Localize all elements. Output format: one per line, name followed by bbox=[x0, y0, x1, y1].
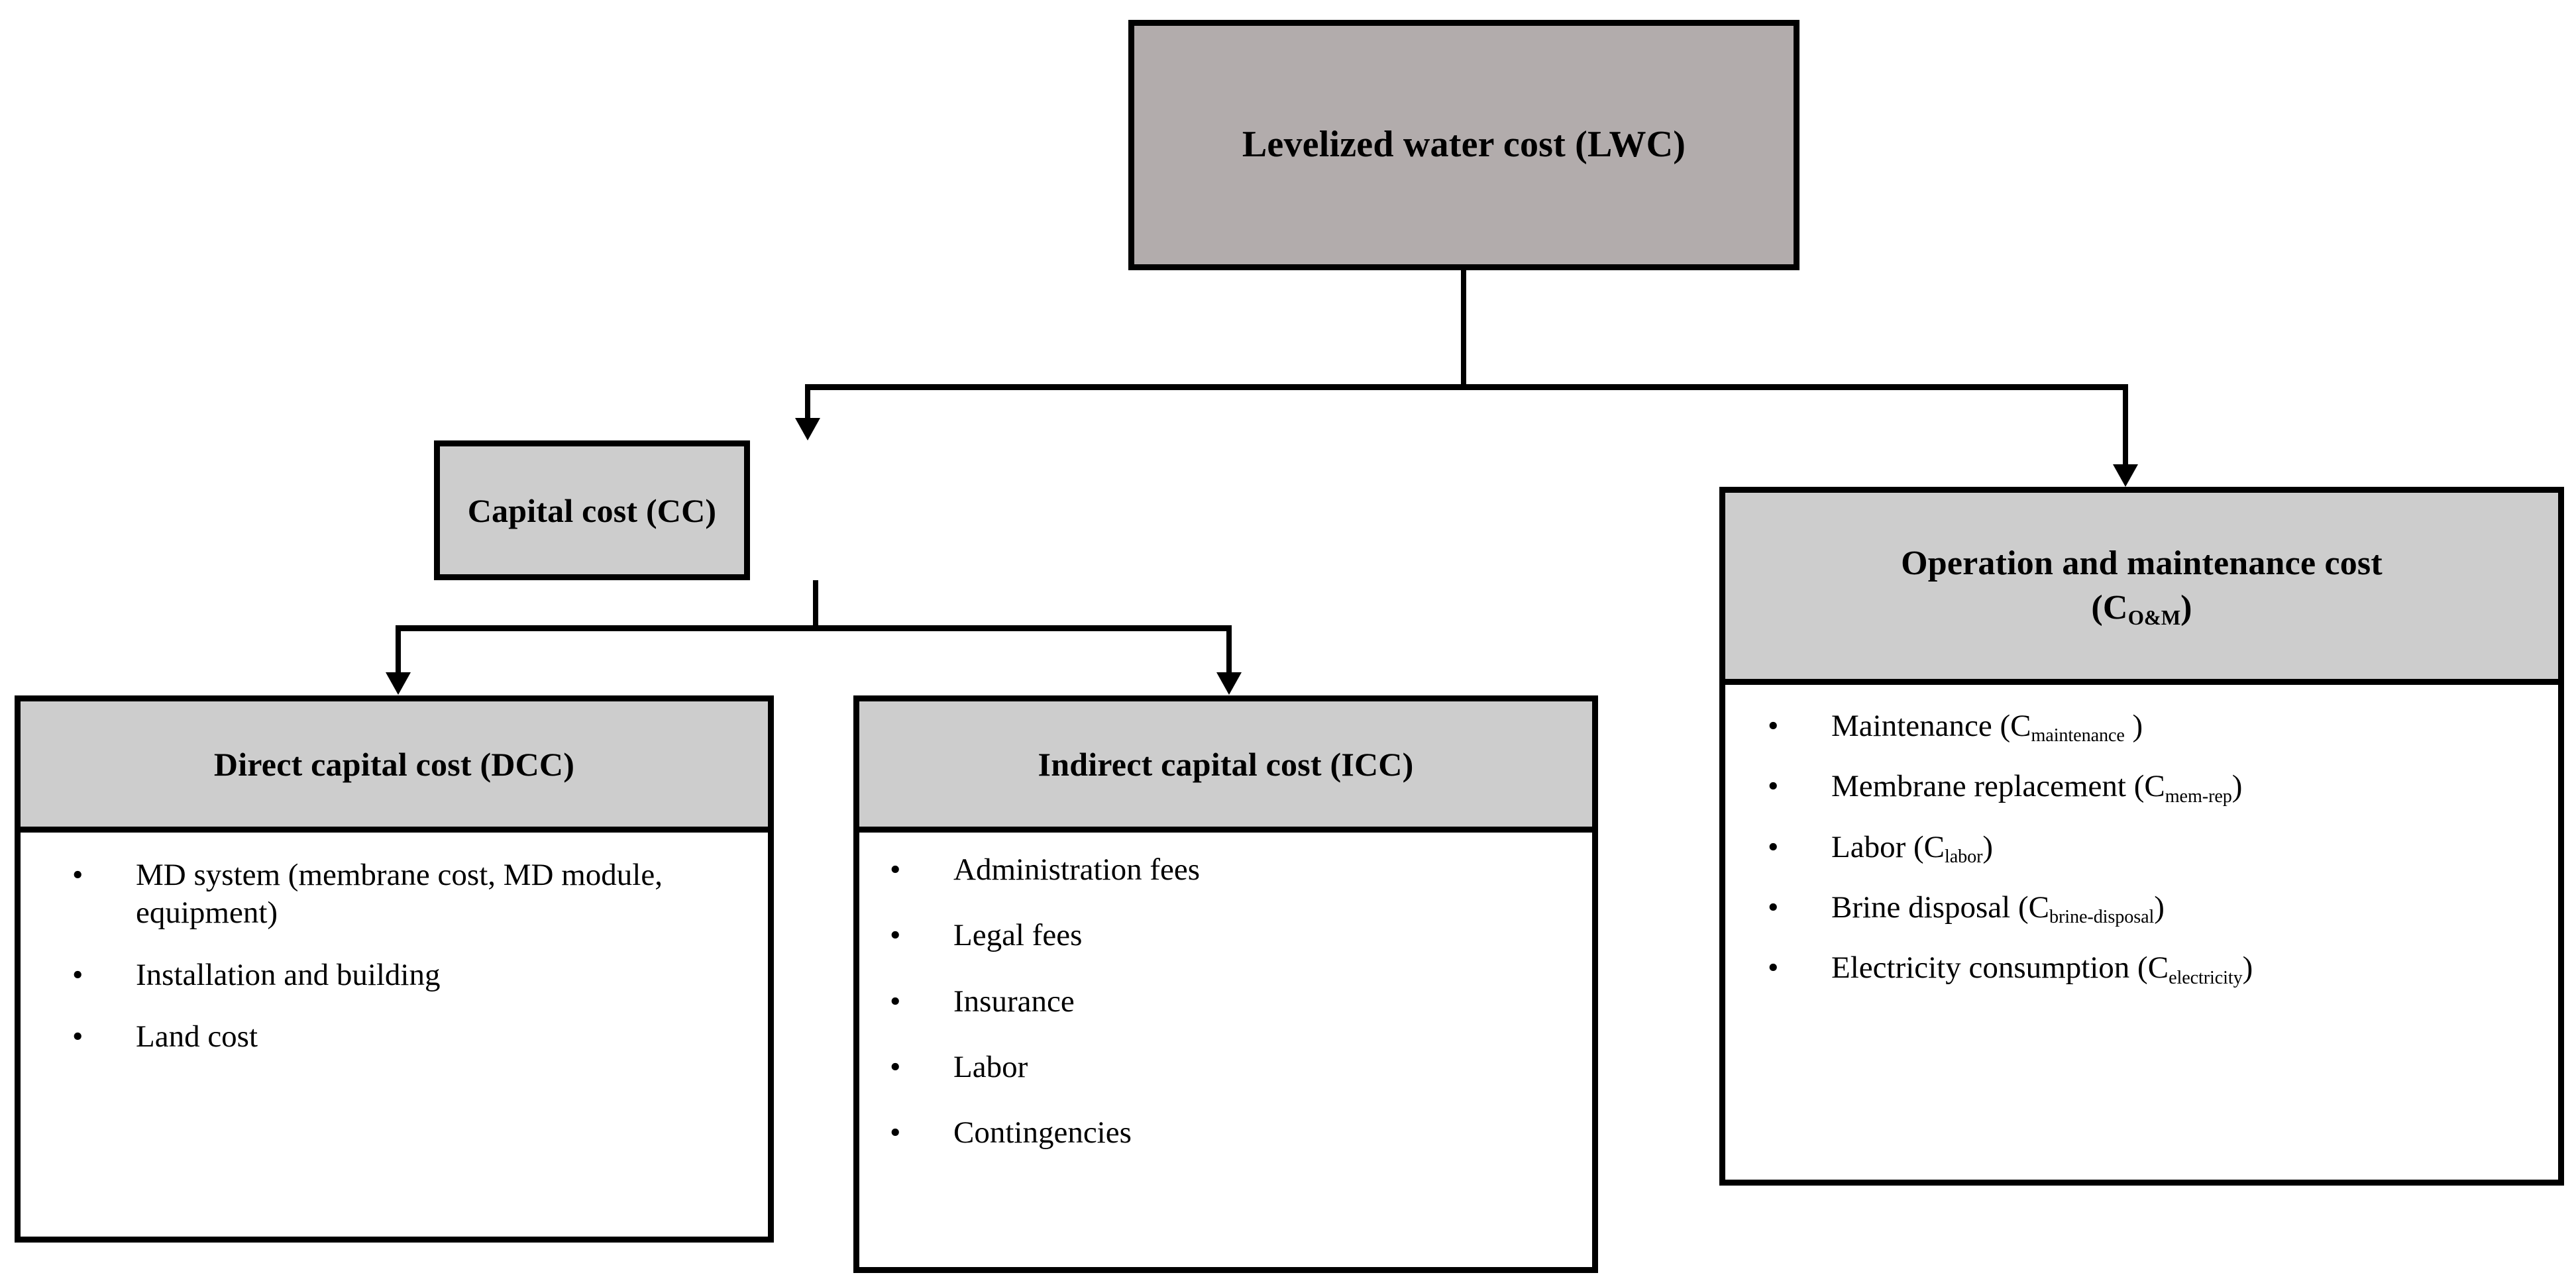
edge-cc-to-dcc-stem bbox=[396, 625, 401, 673]
edge-lwc-to-om-stem bbox=[2123, 384, 2128, 465]
list-item-label: Installation and building bbox=[136, 956, 749, 994]
list-item-subscript: labor bbox=[1944, 846, 1983, 868]
list-item-text: Installation and building bbox=[136, 957, 441, 992]
bullet-icon: • bbox=[890, 852, 901, 887]
list-item: • Electricity consumption (Celectricity) bbox=[1768, 949, 2542, 988]
node-om-symbol-suffix: ) bbox=[2180, 588, 2192, 627]
node-icc-item-list: • Administration fees • Legal fees • Insuranc… bbox=[859, 833, 1592, 1152]
bullet-icon: • bbox=[1768, 950, 1779, 986]
bullet-icon: • bbox=[1768, 769, 1779, 804]
node-om-symbol-subscript: O&M bbox=[2127, 605, 2181, 629]
node-cc-title: Capital cost (CC) bbox=[440, 446, 744, 574]
edge-lwc-to-cc-arrow bbox=[795, 418, 820, 440]
list-item-label: Administration fees bbox=[953, 851, 1574, 889]
list-item-subscript: mem-rep bbox=[2165, 786, 2232, 807]
edge-cc-trunk bbox=[813, 580, 818, 631]
list-item: • Brine disposal (Cbrine-disposal) bbox=[1768, 889, 2542, 927]
list-item-text: Membrane replacement (C bbox=[1831, 769, 2165, 804]
list-item: • Land cost bbox=[72, 1018, 749, 1056]
list-item-label: Membrane replacement (Cmem-rep) bbox=[1831, 768, 2542, 807]
node-om-title: Operation and maintenance cost (CO&M) bbox=[1725, 493, 2558, 685]
list-item-text: Administration fees bbox=[953, 852, 1201, 887]
bullet-icon: • bbox=[1768, 709, 1779, 743]
list-item-subscript: brine-disposal bbox=[2049, 907, 2155, 928]
list-item: • Legal fees bbox=[890, 917, 1574, 954]
edge-cc-to-icc-arrow bbox=[1216, 672, 1242, 695]
list-item-text: Labor bbox=[953, 1049, 1028, 1084]
list-item: • Contingencies bbox=[890, 1114, 1574, 1152]
list-item: • Labor bbox=[890, 1048, 1574, 1086]
list-item-tail: ) bbox=[2154, 890, 2165, 925]
list-item: • Membrane replacement (Cmem-rep) bbox=[1768, 768, 2542, 807]
node-levelized-water-cost[interactable]: Levelized water cost (LWC) bbox=[1128, 20, 1799, 270]
list-item-text: Brine disposal (C bbox=[1831, 890, 2049, 925]
list-item-tail: ) bbox=[1982, 829, 1994, 864]
bullet-icon: • bbox=[72, 858, 83, 892]
list-item-text: Insurance bbox=[953, 984, 1075, 1019]
list-item-text: Contingencies bbox=[953, 1115, 1132, 1150]
list-item-subscript: maintenance bbox=[2031, 725, 2125, 746]
list-item-label: Insurance bbox=[953, 983, 1574, 1021]
node-om-symbol-prefix: (C bbox=[2091, 588, 2128, 627]
edge-cc-to-icc-stem bbox=[1226, 625, 1232, 673]
list-item: • Maintenance (Cmaintenance ) bbox=[1768, 707, 2542, 746]
list-item-label: Electricity consumption (Celectricity) bbox=[1831, 949, 2542, 988]
list-item-label: MD system (membrane cost, MD module, equ… bbox=[136, 856, 749, 933]
list-item-label: Legal fees bbox=[953, 917, 1574, 954]
list-item-label: Labor (Clabor) bbox=[1831, 829, 2542, 868]
edge-lwc-trunk bbox=[1461, 270, 1466, 389]
edge-cc-bus bbox=[396, 625, 1232, 631]
node-om-title-line1: Operation and maintenance cost bbox=[1901, 544, 2383, 582]
bullet-icon: • bbox=[72, 1019, 83, 1054]
list-item-text: Maintenance (C bbox=[1831, 709, 2031, 743]
bullet-icon: • bbox=[890, 984, 901, 1019]
node-dcc-title: Direct capital cost (DCC) bbox=[21, 701, 768, 833]
list-item: • Insurance bbox=[890, 983, 1574, 1021]
node-lwc-title: Levelized water cost (LWC) bbox=[1134, 26, 1794, 264]
list-item-label: Maintenance (Cmaintenance ) bbox=[1831, 707, 2542, 746]
list-item-label: Labor bbox=[953, 1048, 1574, 1086]
list-item: • Installation and building bbox=[72, 956, 749, 994]
node-dcc-item-list: • MD system (membrane cost, MD module, eq… bbox=[21, 833, 768, 1056]
list-item-text: Legal fees bbox=[953, 918, 1083, 953]
edge-lwc-to-cc-stem bbox=[805, 384, 810, 419]
node-direct-capital-cost[interactable]: Direct capital cost (DCC) • MD system (me… bbox=[15, 695, 774, 1243]
list-item: • Labor (Clabor) bbox=[1768, 829, 2542, 868]
list-item-text: Electricity consumption (C bbox=[1831, 950, 2169, 986]
list-item-label: Brine disposal (Cbrine-disposal) bbox=[1831, 889, 2542, 927]
node-om-item-list: • Maintenance (Cmaintenance ) • Membrane re… bbox=[1725, 685, 2558, 988]
node-capital-cost[interactable]: Capital cost (CC) bbox=[434, 440, 750, 580]
edge-cc-to-dcc-arrow bbox=[386, 672, 411, 695]
node-om-title-line2: (CO&M) bbox=[2091, 586, 2192, 631]
list-item-label: Land cost bbox=[136, 1018, 749, 1056]
bullet-icon: • bbox=[72, 957, 83, 992]
list-item-tail: ) bbox=[2124, 709, 2143, 743]
list-item-subscript: electricity bbox=[2169, 967, 2243, 988]
list-item-tail: ) bbox=[2242, 950, 2253, 986]
edge-lwc-bus bbox=[805, 384, 2128, 390]
bullet-icon: • bbox=[1768, 829, 1779, 864]
list-item-text: MD system (membrane cost, MD module, equ… bbox=[136, 858, 663, 931]
bullet-icon: • bbox=[890, 918, 901, 953]
list-item: • MD system (membrane cost, MD module, eq… bbox=[72, 856, 749, 933]
bullet-icon: • bbox=[890, 1115, 901, 1150]
list-item-label: Contingencies bbox=[953, 1114, 1574, 1152]
bullet-icon: • bbox=[890, 1049, 901, 1084]
node-icc-title: Indirect capital cost (ICC) bbox=[859, 701, 1592, 833]
edge-lwc-to-om-arrow bbox=[2113, 464, 2138, 487]
list-item: • Administration fees bbox=[890, 851, 1574, 889]
list-item-text: Land cost bbox=[136, 1019, 258, 1054]
node-operation-maintenance-cost[interactable]: Operation and maintenance cost (CO&M) • M… bbox=[1719, 487, 2564, 1186]
bullet-icon: • bbox=[1768, 890, 1779, 925]
list-item-tail: ) bbox=[2231, 769, 2243, 804]
node-indirect-capital-cost[interactable]: Indirect capital cost (ICC) • Administrat… bbox=[853, 695, 1598, 1273]
list-item-text: Labor (C bbox=[1831, 829, 1945, 864]
